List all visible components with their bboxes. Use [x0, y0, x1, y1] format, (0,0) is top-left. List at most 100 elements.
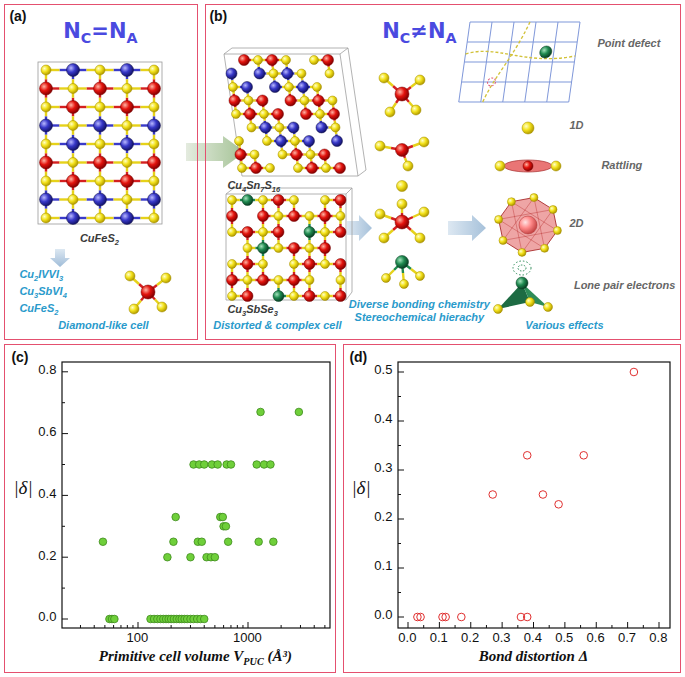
atom	[141, 285, 155, 299]
atom	[516, 277, 528, 289]
panel-label: (c)	[11, 349, 28, 365]
text-part: =N	[91, 19, 126, 43]
atom	[495, 215, 503, 223]
tick-label: 0.7	[618, 631, 636, 646]
atom	[551, 161, 561, 171]
coordination-motifs	[375, 73, 429, 289]
atom	[335, 195, 346, 206]
atom	[278, 150, 287, 159]
tick	[486, 625, 487, 628]
tick	[324, 625, 325, 628]
atom	[379, 233, 389, 243]
tick	[398, 519, 404, 520]
atom	[495, 161, 505, 171]
tick-label: 0.0	[374, 608, 392, 623]
atom	[289, 275, 300, 286]
data-point	[111, 615, 119, 623]
tick-label: 0.8	[38, 363, 56, 378]
data-point	[224, 538, 232, 546]
tick	[423, 625, 424, 628]
atom	[95, 65, 105, 75]
tick	[62, 557, 68, 558]
polyhedron	[499, 198, 558, 253]
tick	[237, 625, 238, 628]
atom	[260, 110, 269, 119]
tick-label: 0.8	[649, 631, 667, 646]
atom	[541, 244, 549, 252]
atom	[238, 164, 247, 173]
atom	[148, 193, 161, 206]
atom	[395, 87, 409, 101]
strain-line	[465, 51, 576, 58]
data-point	[219, 513, 227, 521]
atom	[411, 105, 421, 115]
atom	[530, 194, 538, 202]
text-part: N	[382, 19, 400, 43]
atom	[297, 69, 306, 78]
tick	[80, 625, 81, 628]
tick-label: 0.3	[374, 461, 392, 476]
atom	[395, 215, 409, 229]
text-part: 7	[260, 185, 264, 194]
atom	[228, 228, 237, 237]
atom	[40, 119, 53, 132]
atom	[305, 212, 314, 221]
atom	[251, 163, 262, 174]
atom	[122, 195, 132, 205]
atom	[304, 227, 315, 238]
atom	[125, 271, 135, 281]
panel: (c)0.00.20.40.60.81001000|δ|Primitive ce…	[4, 344, 336, 673]
atom	[400, 280, 409, 289]
atom	[415, 75, 425, 85]
atom	[68, 121, 78, 131]
strain-line	[483, 22, 530, 102]
crystal-structure	[224, 48, 366, 176]
atom	[313, 83, 322, 92]
atom	[274, 276, 283, 285]
atom	[41, 139, 51, 149]
caption: Distorted & complex cell	[213, 319, 341, 332]
flow-arrow	[347, 215, 372, 241]
data-point	[222, 523, 230, 531]
cell-outline	[38, 62, 162, 224]
atom	[304, 136, 315, 147]
atom	[242, 259, 253, 270]
atom	[273, 227, 284, 238]
tick	[455, 625, 456, 628]
tick	[398, 470, 404, 471]
atom	[235, 149, 246, 160]
atom	[396, 256, 409, 269]
tick	[104, 625, 105, 628]
atom	[157, 302, 167, 312]
data-point	[489, 491, 497, 499]
atom	[94, 193, 107, 206]
atom	[336, 212, 345, 221]
atom	[335, 163, 346, 174]
tick	[398, 543, 401, 544]
atom	[415, 233, 425, 243]
vacancy	[487, 78, 496, 86]
data-point	[170, 538, 178, 546]
atom	[40, 193, 53, 206]
grid-line	[462, 81, 572, 82]
atom	[539, 46, 553, 58]
atom	[121, 64, 134, 77]
text-part: SbSe	[246, 303, 274, 315]
tick	[242, 625, 243, 628]
atom	[41, 213, 51, 223]
atom	[322, 164, 331, 173]
tick	[62, 371, 68, 372]
scatter-chart	[62, 362, 330, 628]
grid-line	[464, 61, 574, 62]
tick	[580, 625, 581, 628]
axis-title: |δ|	[351, 477, 370, 499]
rattling-motifs	[495, 122, 562, 256]
atom	[243, 244, 252, 253]
lone-pair-pyramid	[494, 261, 553, 314]
atom	[336, 276, 345, 285]
atom	[122, 158, 132, 168]
panel-label: (b)	[209, 8, 227, 24]
atom	[379, 73, 389, 83]
data-point	[255, 538, 263, 546]
grid-line	[467, 41, 577, 42]
